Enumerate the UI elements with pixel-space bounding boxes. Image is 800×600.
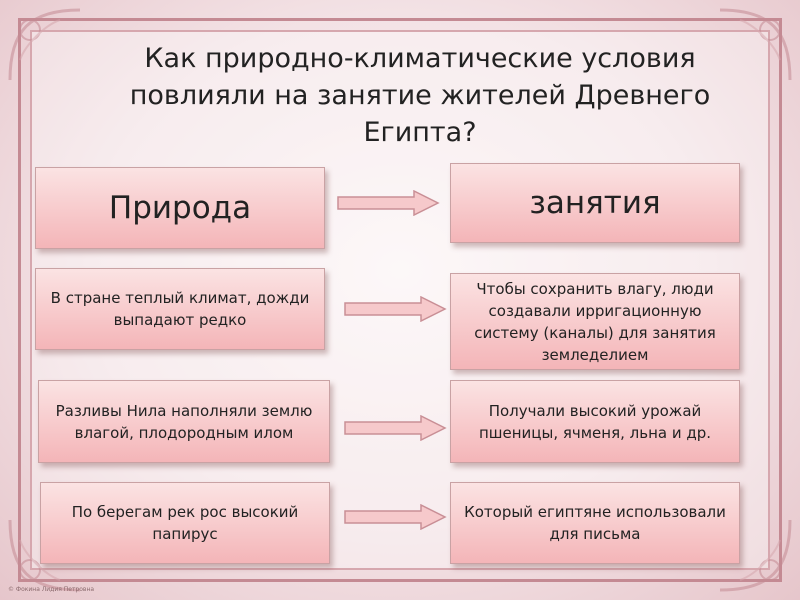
arrow-right-icon xyxy=(337,190,440,216)
effect-box: Получали высокий урожай пшеницы, ячменя,… xyxy=(450,380,740,463)
corner-swirl-icon xyxy=(8,519,81,592)
header-nature-box: Природа xyxy=(35,167,325,249)
arrow-right-icon xyxy=(344,296,447,322)
corner-swirl-icon xyxy=(8,8,81,81)
header-occupations-box: занятия xyxy=(450,163,740,243)
slide-title: Как природно-климатические условия повли… xyxy=(129,43,711,148)
author-credit: © Фокина Лидия Петровна xyxy=(8,586,95,593)
arrow-right-icon xyxy=(344,415,447,441)
arrow-right-icon xyxy=(344,504,447,530)
cause-box: В стране теплый климат, дожди выпадают р… xyxy=(35,268,325,350)
corner-swirl-icon xyxy=(719,519,792,592)
cause-box: По берегам рек рос высокий папирус xyxy=(40,482,330,564)
corner-swirl-icon xyxy=(719,8,792,81)
outer-frame xyxy=(18,18,782,582)
effect-box: Который египтяне использовали для письма xyxy=(450,482,740,564)
cause-box: Разливы Нила наполняли землю влагой, пло… xyxy=(38,380,330,463)
effect-box: Чтобы сохранить влагу, люди создавали ир… xyxy=(450,273,740,370)
